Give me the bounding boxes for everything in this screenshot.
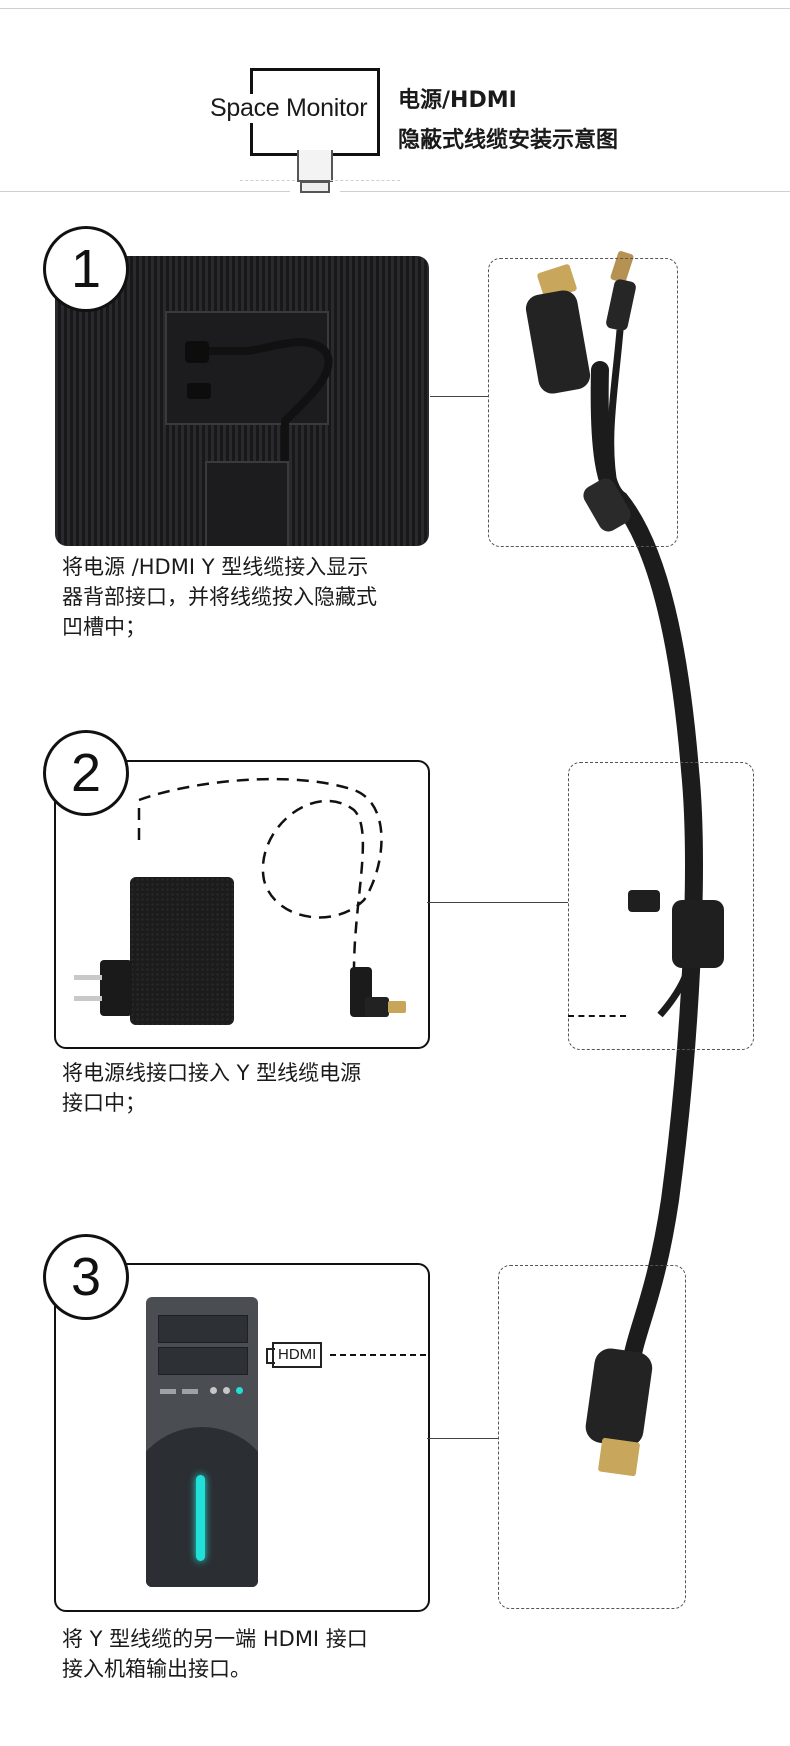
monitor-back-photo: [55, 256, 429, 546]
bottom-hdmi-body: [585, 1348, 653, 1447]
power-cable-dashes: [137, 777, 383, 971]
monitor-stand-icon: [297, 150, 333, 182]
header-bottom-rule-right: [340, 191, 790, 192]
step-2-caption: 将电源线接口接入 Y 型线缆电源 接口中；: [62, 1058, 442, 1118]
power-led: [236, 1387, 243, 1394]
step-3-caption: 将 Y 型线缆的另一端 HDMI 接口 接入机箱输出接口。: [62, 1624, 462, 1684]
usb-port: [182, 1389, 198, 1394]
step-2-caption-line: 将电源线接口接入 Y 型线缆电源: [62, 1061, 362, 1085]
step-3-number: 3: [43, 1234, 129, 1320]
status-led: [223, 1387, 230, 1394]
callout-box-bottom: [498, 1265, 686, 1609]
power-adapter: [130, 877, 234, 1025]
monitor-cable-icon: [185, 338, 333, 541]
step-3-caption-line: 接入机箱输出接口。: [62, 1657, 251, 1681]
status-led: [210, 1387, 217, 1394]
step-1-caption-line: 器背部接口，并将线缆按入隐藏式: [62, 585, 377, 609]
page-title-line2: 隐蔽式线缆安装示意图: [398, 128, 619, 153]
y-cable-illustration: [525, 251, 724, 1477]
hdmi-port-stub: [266, 1348, 275, 1364]
angled-barrel-plug: [628, 890, 660, 912]
callout-box-top: [488, 258, 678, 547]
monitor-stand-base-icon: [300, 181, 330, 193]
light-strip: [196, 1475, 205, 1561]
bottom-hdmi-plug-metal: [598, 1437, 640, 1477]
callout-line-1: [430, 396, 488, 397]
drive-bay-1: [158, 1315, 248, 1343]
header-dash-right: [330, 180, 400, 181]
cable-power-strand: [607, 329, 624, 491]
adapter-prong-bottom: [74, 996, 102, 1001]
hdmi-dash-line: [330, 1354, 426, 1356]
callout-dash-2: [568, 1015, 626, 1017]
top-hdmi-body: [525, 290, 591, 394]
header-bottom-rule-left: [0, 191, 290, 192]
adapter-plug-block: [100, 960, 132, 1016]
top-barrel-body: [606, 279, 636, 331]
header-dash-left: [240, 180, 295, 181]
step-2-caption-line: 接口中；: [62, 1091, 146, 1115]
stand-slot: [205, 461, 289, 546]
adapter-prong-top: [74, 975, 102, 980]
step-1-caption-line: 将电源 /HDMI Y 型线缆接入显示: [62, 555, 369, 579]
hdmi-port-label: HDMI: [272, 1342, 323, 1368]
step-3-caption-line: 将 Y 型线缆的另一端 HDMI 接口: [62, 1627, 368, 1651]
barrel-plug-body: [365, 997, 389, 1017]
step-1-number: 1: [43, 226, 129, 312]
page-title-line1: 电源/HDMI: [398, 88, 517, 113]
brand-name: Space Monitor: [204, 94, 374, 123]
step-1-caption-line: 凹槽中；: [62, 615, 146, 639]
usb-port: [160, 1389, 176, 1394]
y-split-sleeve: [583, 478, 631, 532]
step-2-number: 2: [43, 730, 129, 816]
y-junction: [672, 900, 724, 968]
top-barrel-tip: [610, 251, 634, 283]
callout-line-2: [427, 902, 568, 903]
callout-box-middle: [568, 762, 754, 1050]
drive-bay-2: [158, 1347, 248, 1375]
callout-line-3: [427, 1438, 498, 1439]
step-1-caption: 将电源 /HDMI Y 型线缆接入显示 器背部接口，并将线缆按入隐藏式 凹槽中；: [62, 552, 442, 642]
header-top-rule: [0, 8, 790, 9]
barrel-plug-tip: [388, 1001, 406, 1013]
pc-tower: [146, 1297, 258, 1587]
